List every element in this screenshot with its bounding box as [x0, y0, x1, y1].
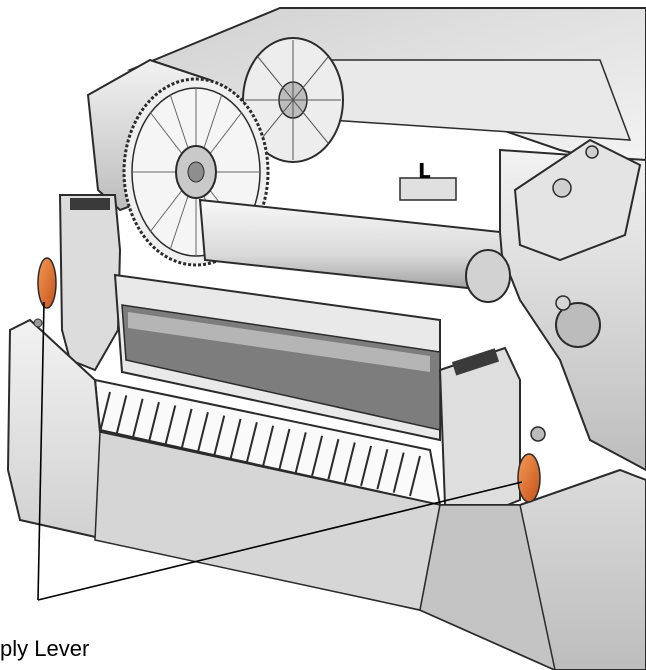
tear-bar-tooth	[376, 449, 389, 490]
supply-lever-callout-label: ply Lever	[0, 636, 90, 661]
tear-bar-tooth	[327, 438, 340, 480]
tear-bar-tooth	[360, 445, 373, 487]
tear-bar-tooth	[311, 435, 324, 477]
tear-bar-tooth	[278, 428, 291, 470]
tear-bar-tooth	[99, 391, 111, 433]
tear-bar-tooth	[213, 415, 226, 456]
tear-bar-tooth	[343, 442, 356, 483]
tear-bar-tooth	[196, 411, 209, 453]
tear-bar-tooth	[147, 401, 160, 443]
right-supply-lever	[517, 453, 541, 503]
tear-bar-tooth	[245, 422, 258, 463]
platen-roller: L	[198, 159, 511, 303]
ribbon-arm	[513, 138, 642, 262]
tear-bar-tooth	[164, 405, 177, 446]
right-front-column	[438, 346, 521, 522]
tear-bar-tooth	[180, 408, 193, 450]
tear-bar-tooth	[131, 398, 144, 439]
tear-bar-tooth	[229, 418, 242, 460]
tear-bar-tooth	[294, 432, 307, 473]
tear-bar-tooth	[392, 452, 405, 493]
front-base	[6, 318, 646, 670]
tear-bar-tooth	[262, 425, 275, 466]
body-marking-letter: L	[418, 159, 431, 183]
tear-bar-tooth	[409, 455, 421, 497]
print-head	[113, 273, 441, 442]
tear-bar-tooth	[115, 395, 128, 436]
callout-leader-lines	[37, 301, 523, 601]
left-supply-lever	[37, 257, 57, 309]
